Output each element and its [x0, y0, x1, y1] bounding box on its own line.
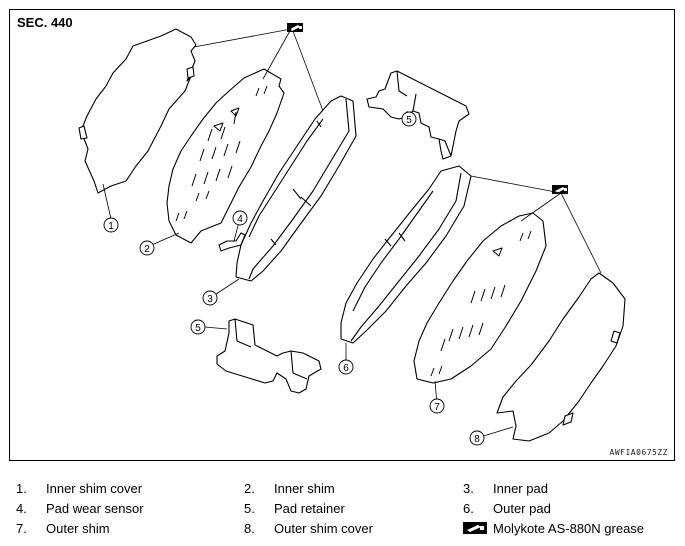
section-label: SEC. 440	[17, 15, 73, 30]
legend-num: 6.	[463, 501, 474, 516]
outer-pad	[340, 165, 472, 344]
callout-4: 4	[237, 214, 243, 225]
grease-icon	[463, 522, 487, 534]
legend-text: Inner shim cover	[46, 481, 143, 496]
legend-num: 8.	[244, 521, 255, 536]
callout-2: 2	[144, 244, 150, 255]
callout-8: 8	[474, 434, 480, 445]
legend-text: Inner pad	[493, 481, 548, 496]
brake-pad-drawing: 1 2 3 4 5 5 6 7 8	[78, 23, 626, 446]
exploded-diagram: SEC. 440	[9, 9, 675, 461]
legend-num: 2.	[244, 481, 255, 496]
callout-1: 1	[108, 221, 114, 232]
legend-text: Molykote AS-880N grease	[493, 521, 645, 536]
legend-num: 4.	[16, 501, 27, 516]
callout-7: 7	[434, 402, 440, 413]
grease-icon	[287, 23, 303, 32]
callout-5-lower: 5	[195, 323, 201, 334]
pad-retainer-lower	[216, 318, 322, 394]
legend-text: Outer shim	[46, 521, 110, 536]
legend-text: Outer pad	[493, 501, 551, 516]
pad-retainer-upper	[366, 70, 470, 160]
legend-text: Inner shim	[274, 481, 335, 496]
grease-icon	[552, 185, 568, 194]
legend-num: 3.	[463, 481, 474, 496]
legend-text: Outer shim cover	[274, 521, 373, 536]
figure-code: AWFIA0675ZZ	[609, 448, 668, 457]
legend-num: 7.	[16, 521, 27, 536]
inner-pad	[235, 95, 357, 282]
callout-3: 3	[207, 294, 213, 305]
outer-shim	[413, 212, 547, 384]
legend-num: 1.	[16, 481, 27, 496]
legend-text: Pad wear sensor	[46, 501, 144, 516]
callout-5-upper: 5	[406, 115, 412, 126]
callout-6: 6	[343, 363, 349, 374]
legend-text: Pad retainer	[274, 501, 345, 516]
parts-legend: 1. Inner shim cover 2. Inner shim 3. Inn…	[0, 470, 685, 546]
legend-num: 5.	[244, 501, 255, 516]
